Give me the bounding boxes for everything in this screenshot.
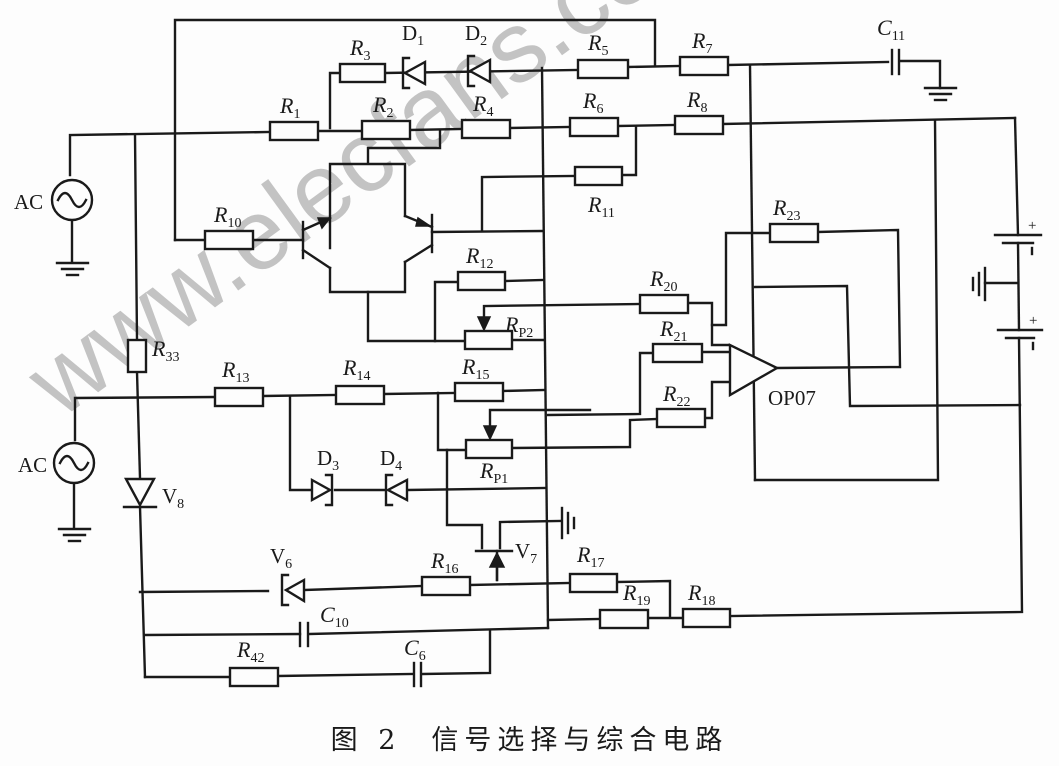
ac-source-2: AC	[18, 441, 96, 485]
resistor-r15	[453, 381, 505, 403]
figure-caption: 图 2 信号选择与综合电路	[0, 718, 1059, 757]
resistor-r10	[203, 229, 255, 251]
resistor-r20	[638, 293, 690, 315]
resistor-r22	[655, 407, 707, 429]
ground-icon	[923, 86, 958, 102]
label-c10: C10	[320, 602, 349, 631]
label-r11: R11	[587, 192, 615, 221]
resistor-r7	[678, 55, 730, 77]
label-v8: V8	[162, 484, 184, 512]
resistor-rp1	[464, 438, 514, 460]
label-r6: R6	[582, 88, 603, 117]
capacitor-c6	[412, 661, 423, 688]
resistor-r17	[568, 572, 619, 594]
label-r42: R42	[236, 637, 264, 666]
opamp-label: OP07	[768, 386, 816, 410]
resistor-r33	[126, 338, 148, 374]
ground-icon	[57, 527, 92, 543]
label-c6: C6	[404, 635, 426, 664]
opamp-op07: OP07	[728, 343, 816, 410]
plus-mark: +	[1028, 218, 1036, 234]
resistor-r2	[360, 119, 412, 141]
resistor-r3	[338, 62, 387, 84]
label-d4: D4	[380, 446, 402, 474]
battery-lower: +	[996, 313, 1044, 351]
resistor-r23	[768, 222, 820, 244]
label-rp1: RP1	[479, 458, 508, 487]
label-d2: D2	[465, 21, 487, 49]
ground-icon	[971, 266, 987, 302]
label-v7: V7	[515, 539, 537, 567]
label-r18: R18	[687, 580, 715, 609]
label-r33: R33	[151, 336, 179, 365]
label-r17: R17	[576, 542, 604, 571]
label-r8: R8	[686, 87, 707, 116]
label-r12: R12	[465, 243, 493, 272]
fet-v7	[474, 549, 514, 582]
resistor-r14	[334, 384, 386, 406]
diode-d4	[384, 473, 409, 507]
label-rp2: RP2	[504, 312, 533, 341]
capacitor-c11	[890, 48, 901, 76]
diode-v8	[122, 477, 158, 509]
ground-symbols	[55, 86, 987, 543]
label-d3: D3	[317, 446, 339, 474]
resistor-r6	[568, 116, 620, 138]
resistor-r13	[213, 386, 265, 408]
battery-upper: +	[993, 218, 1043, 256]
bjt-left	[301, 216, 332, 270]
resistor-r18	[681, 607, 732, 629]
label-r4: R4	[472, 91, 493, 120]
label-r16: R16	[430, 548, 458, 577]
resistor-r5	[576, 58, 630, 80]
label-r13: R13	[221, 357, 249, 386]
resistor-r12	[456, 270, 507, 292]
wires	[68, 18, 1024, 679]
plus-mark: +	[1029, 313, 1037, 329]
resistor-r16	[420, 575, 472, 597]
label-r10: R10	[213, 202, 241, 231]
label-r22: R22	[662, 381, 690, 410]
label-r7: R7	[691, 28, 712, 57]
ac-source-1: AC	[14, 178, 94, 222]
bjt-right	[403, 213, 434, 264]
label-d1: D1	[402, 21, 424, 49]
resistor-r21	[651, 342, 704, 364]
resistors	[126, 55, 820, 688]
ground-icon	[55, 261, 90, 277]
resistor-r19	[598, 608, 650, 630]
figure-title: 信号选择与综合电路	[431, 725, 729, 756]
ground-icon	[560, 506, 576, 540]
ac-source-label: AC	[14, 190, 43, 214]
label-c11: C11	[877, 15, 905, 44]
resistor-r42	[228, 666, 280, 688]
resistor-r11	[573, 165, 624, 187]
resistor-r1	[268, 120, 320, 142]
diode-v6	[280, 573, 306, 607]
diode-d3	[310, 473, 334, 507]
resistor-r4	[460, 118, 512, 140]
diode-d1	[401, 56, 427, 90]
label-r15: R15	[461, 354, 489, 383]
label-r19: R19	[622, 580, 650, 609]
capacitor-c10	[298, 621, 310, 648]
label-r3: R3	[349, 35, 370, 64]
diode-d2	[466, 54, 492, 88]
ac-source-label: AC	[18, 453, 47, 477]
pot-wiper-rp1	[482, 425, 498, 441]
label-r2: R2	[372, 92, 393, 121]
resistor-r8	[673, 114, 725, 136]
pot-wiper-rp2	[476, 316, 492, 332]
figure-number: 图 2	[330, 725, 402, 756]
label-v6: V6	[270, 544, 292, 572]
label-r21: R21	[659, 316, 687, 345]
label-r1: R1	[279, 93, 300, 122]
label-r20: R20	[649, 266, 677, 295]
label-r23: R23	[772, 195, 800, 224]
label-r14: R14	[342, 355, 370, 384]
resistor-rp2	[463, 329, 514, 351]
label-r5: R5	[587, 30, 608, 59]
